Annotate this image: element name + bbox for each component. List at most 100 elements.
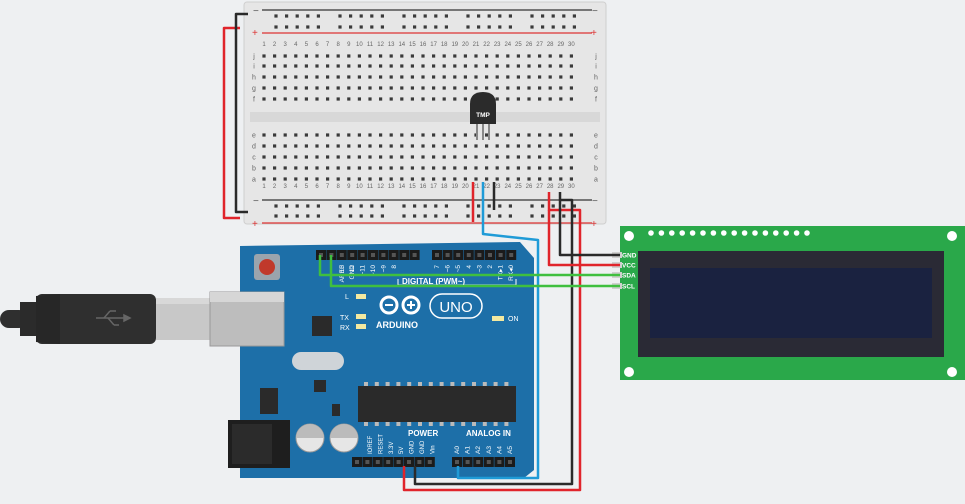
analog-header[interactable] [452, 457, 515, 467]
breadboard-hole[interactable] [495, 144, 499, 148]
rail-hole[interactable] [349, 25, 353, 29]
breadboard-hole[interactable] [463, 133, 467, 137]
rail-hole[interactable] [551, 25, 555, 29]
breadboard-hole[interactable] [474, 64, 478, 68]
rail-hole[interactable] [530, 204, 534, 208]
rail-hole[interactable] [370, 25, 374, 29]
breadboard-hole[interactable] [538, 144, 542, 148]
rail-hole[interactable] [444, 25, 448, 29]
breadboard-hole[interactable] [516, 75, 520, 79]
breadboard-hole[interactable] [506, 86, 510, 90]
breadboard-hole[interactable] [527, 75, 531, 79]
breadboard-hole[interactable] [453, 54, 457, 58]
breadboard-hole[interactable] [294, 75, 298, 79]
rail-hole[interactable] [477, 14, 481, 18]
breadboard-hole[interactable] [432, 166, 436, 170]
rail-hole[interactable] [541, 14, 545, 18]
breadboard-hole[interactable] [389, 64, 393, 68]
breadboard-hole[interactable] [336, 133, 340, 137]
rail-hole[interactable] [466, 25, 470, 29]
rail-hole[interactable] [349, 204, 353, 208]
rail-hole[interactable] [466, 214, 470, 218]
breadboard-hole[interactable] [304, 166, 308, 170]
breadboard-hole[interactable] [421, 155, 425, 159]
breadboard-hole[interactable] [400, 86, 404, 90]
breadboard-hole[interactable] [273, 155, 277, 159]
breadboard-hole[interactable] [326, 177, 330, 181]
breadboard-hole[interactable] [283, 86, 287, 90]
breadboard-hole[interactable] [315, 75, 319, 79]
breadboard-hole[interactable] [273, 75, 277, 79]
breadboard-hole[interactable] [347, 155, 351, 159]
breadboard-hole[interactable] [273, 54, 277, 58]
rail-hole[interactable] [434, 25, 438, 29]
breadboard-hole[interactable] [262, 133, 266, 137]
breadboard-hole[interactable] [432, 133, 436, 137]
breadboard-hole[interactable] [442, 177, 446, 181]
breadboard-hole[interactable] [410, 155, 414, 159]
breadboard-hole[interactable] [368, 144, 372, 148]
rail-hole[interactable] [380, 214, 384, 218]
breadboard-hole[interactable] [432, 64, 436, 68]
breadboard-hole[interactable] [273, 144, 277, 148]
breadboard-hole[interactable] [262, 86, 266, 90]
breadboard-hole[interactable] [569, 64, 573, 68]
rail-hole[interactable] [487, 25, 491, 29]
rail-hole[interactable] [423, 214, 427, 218]
rail-hole[interactable] [498, 25, 502, 29]
breadboard-hole[interactable] [357, 64, 361, 68]
rail-hole[interactable] [530, 25, 534, 29]
breadboard-hole[interactable] [326, 54, 330, 58]
breadboard-hole[interactable] [474, 144, 478, 148]
breadboard-hole[interactable] [410, 97, 414, 101]
breadboard-hole[interactable] [463, 75, 467, 79]
breadboard-hole[interactable] [442, 86, 446, 90]
breadboard-hole[interactable] [336, 86, 340, 90]
breadboard-hole[interactable] [527, 86, 531, 90]
breadboard-hole[interactable] [283, 75, 287, 79]
breadboard-hole[interactable] [336, 97, 340, 101]
breadboard-hole[interactable] [389, 75, 393, 79]
rail-hole[interactable] [274, 14, 278, 18]
rail-hole[interactable] [306, 204, 310, 208]
rail-hole[interactable] [402, 214, 406, 218]
breadboard-hole[interactable] [315, 54, 319, 58]
breadboard-hole[interactable] [315, 97, 319, 101]
rail-hole[interactable] [274, 204, 278, 208]
rail-hole[interactable] [444, 214, 448, 218]
breadboard-hole[interactable] [453, 64, 457, 68]
breadboard-hole[interactable] [326, 75, 330, 79]
breadboard-hole[interactable] [485, 166, 489, 170]
breadboard-hole[interactable] [357, 144, 361, 148]
rail-hole[interactable] [562, 14, 566, 18]
breadboard-hole[interactable] [315, 155, 319, 159]
breadboard-hole[interactable] [273, 133, 277, 137]
rail-hole[interactable] [359, 214, 363, 218]
breadboard-hole[interactable] [548, 155, 552, 159]
reset-button[interactable] [259, 259, 275, 275]
breadboard-hole[interactable] [474, 177, 478, 181]
breadboard-hole[interactable] [389, 166, 393, 170]
breadboard-hole[interactable] [474, 75, 478, 79]
breadboard-hole[interactable] [516, 144, 520, 148]
breadboard-hole[interactable] [379, 155, 383, 159]
rail-hole[interactable] [551, 214, 555, 218]
breadboard-hole[interactable] [527, 133, 531, 137]
breadboard-hole[interactable] [516, 155, 520, 159]
rail-hole[interactable] [316, 25, 320, 29]
breadboard-hole[interactable] [453, 133, 457, 137]
breadboard-hole[interactable] [516, 166, 520, 170]
rail-hole[interactable] [541, 25, 545, 29]
breadboard-hole[interactable] [432, 75, 436, 79]
breadboard-hole[interactable] [495, 64, 499, 68]
breadboard-hole[interactable] [506, 166, 510, 170]
breadboard-hole[interactable] [283, 54, 287, 58]
breadboard-hole[interactable] [495, 177, 499, 181]
breadboard-hole[interactable] [559, 54, 563, 58]
rail-hole[interactable] [477, 214, 481, 218]
breadboard-hole[interactable] [304, 86, 308, 90]
breadboard-hole[interactable] [400, 133, 404, 137]
breadboard-hole[interactable] [506, 64, 510, 68]
breadboard-hole[interactable] [262, 155, 266, 159]
rail-hole[interactable] [274, 214, 278, 218]
